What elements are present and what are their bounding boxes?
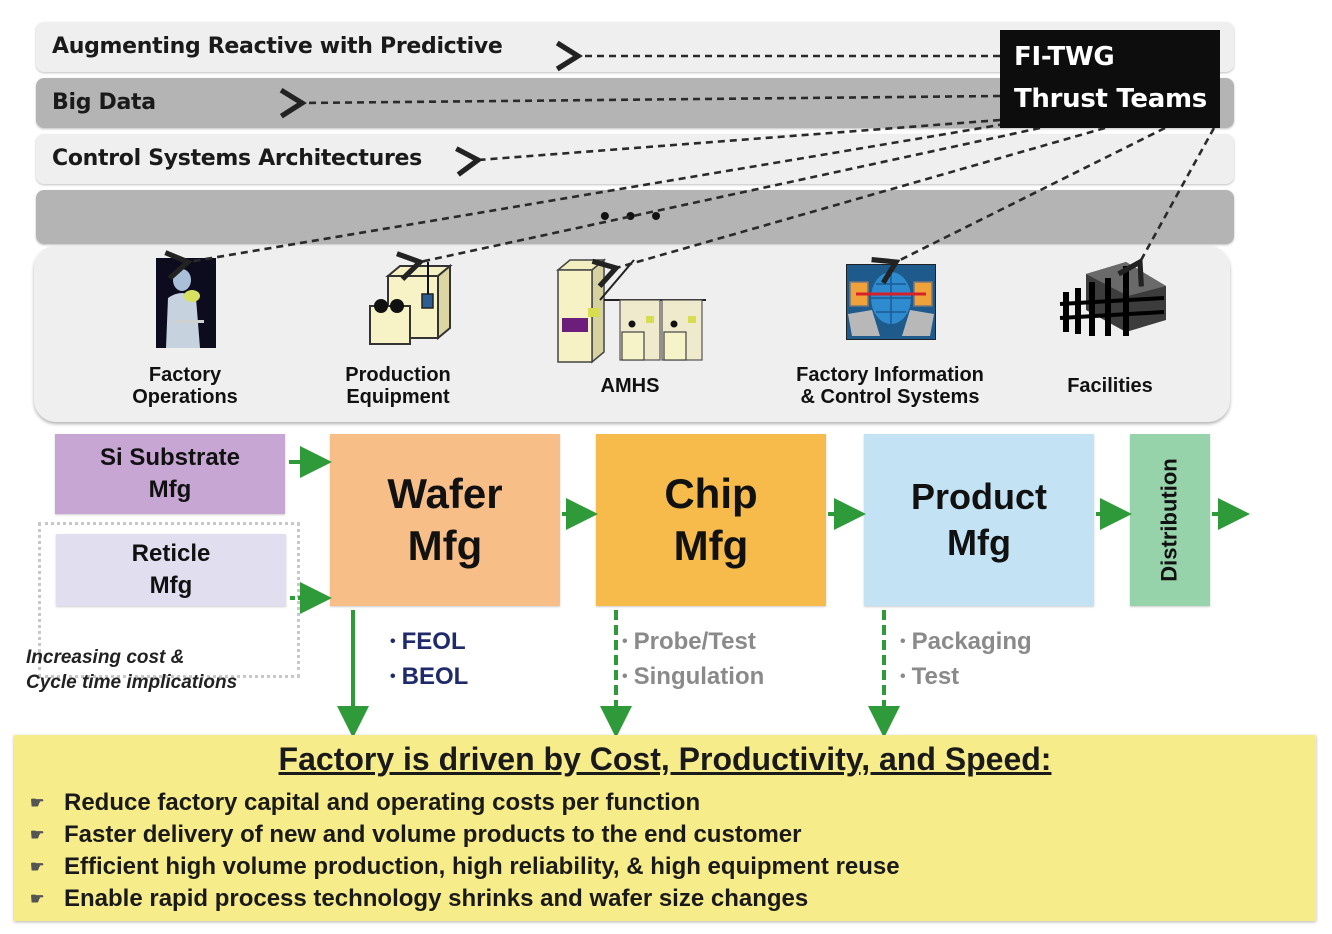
band-label: Augmenting Reactive with Predictive [52, 34, 503, 59]
area-label-amhs: AMHS [600, 375, 660, 397]
connector-fics [871, 126, 1166, 285]
connector-amhs [591, 126, 1106, 288]
distribution-box: Distribution [1130, 434, 1210, 606]
cost-cycle-note: Increasing cost & Cycle time implication… [26, 645, 237, 695]
chip-step-singulation: Singulation [622, 661, 765, 696]
summary-item-text: Faster delivery of new and volume produc… [64, 821, 802, 848]
product-label: Product Mfg [910, 476, 1047, 563]
reticle-label: Reticle Mfg [131, 540, 211, 599]
connector-big-data [279, 87, 1001, 119]
chip-step-probe-test: Probe/Test [622, 626, 764, 661]
product-mfg-box: Product Mfg [864, 434, 1094, 606]
pointing-hand-icon: ☛ [30, 827, 45, 844]
wafer-label: Wafer Mfg [387, 470, 503, 569]
connector-factory-ops [164, 122, 1006, 281]
note-line-1: Increasing cost & [26, 647, 185, 668]
chip-steps-list: Probe/Test Singulation [622, 626, 765, 696]
wafer-step-feol: FEOL [390, 626, 468, 661]
pointing-hand-icon: ☛ [30, 795, 45, 812]
connector-control-systems [455, 118, 1001, 177]
summary-item-text: Enable rapid process technology shrinks … [64, 885, 809, 912]
area-label-production-equipment: Production Equipment [345, 364, 451, 408]
wafer-steps-list: FEOL BEOL [390, 626, 469, 696]
summary-list: ☛ Reduce factory capital and operating c… [30, 787, 900, 915]
summary-item: ☛ Enable rapid process technology shrink… [30, 883, 900, 915]
summary-item: ☛ Reduce factory capital and operating c… [30, 787, 900, 819]
fi-twg-thrust-teams-box: FI-TWG Thrust Teams [1000, 30, 1220, 128]
product-step-packaging: Packaging [900, 626, 1032, 661]
band-more: • • • [36, 190, 1234, 244]
wafer-mfg-box: Wafer Mfg [330, 434, 560, 606]
thrust-teams-title: Thrust Teams [1014, 84, 1207, 114]
wafer-step-beol: BEOL [390, 661, 469, 696]
chip-label: Chip Mfg [664, 470, 758, 569]
reticle-mfg-box: Reticle Mfg [56, 534, 286, 606]
area-label-factory-info-control: Factory Information & Control Systems [796, 364, 984, 408]
summary-item: ☛ Efficient high volume production, high… [30, 851, 900, 883]
note-line-2: Cycle time implications [26, 672, 238, 693]
area-label-facilities: Facilities [1067, 375, 1153, 397]
pointing-hand-icon: ☛ [30, 891, 45, 908]
product-step-test: Test [900, 661, 1032, 696]
fi-twg-title: FI-TWG [1014, 42, 1115, 72]
connector-production-equipment [396, 126, 1041, 281]
summary-title: Factory is driven by Cost, Productivity,… [278, 741, 1052, 777]
band-control-systems: Control Systems Architectures [36, 134, 1234, 184]
connector-facilities [1117, 127, 1216, 287]
summary-item-text: Reduce factory capital and operating cos… [64, 789, 701, 816]
band-label: Control Systems Architectures [52, 146, 422, 171]
summary-box: Factory is driven by Cost, Productivity,… [14, 735, 1316, 921]
ellipsis-text: • • • [600, 200, 665, 231]
summary-item: ☛ Faster delivery of new and volume prod… [30, 819, 900, 851]
pointing-hand-icon: ☛ [30, 859, 45, 876]
chip-mfg-box: Chip Mfg [596, 434, 826, 606]
summary-item-text: Efficient high volume production, high r… [64, 853, 900, 880]
amhs-stocker-icon [555, 258, 706, 364]
product-steps-list: Packaging Test [900, 626, 1032, 696]
band-label: Big Data [52, 90, 156, 115]
si-substrate-label: Si Substrate Mfg [99, 444, 241, 503]
area-label-factory-operations: Factory Operations [132, 364, 238, 408]
si-substrate-mfg-box: Si Substrate Mfg [55, 434, 285, 514]
